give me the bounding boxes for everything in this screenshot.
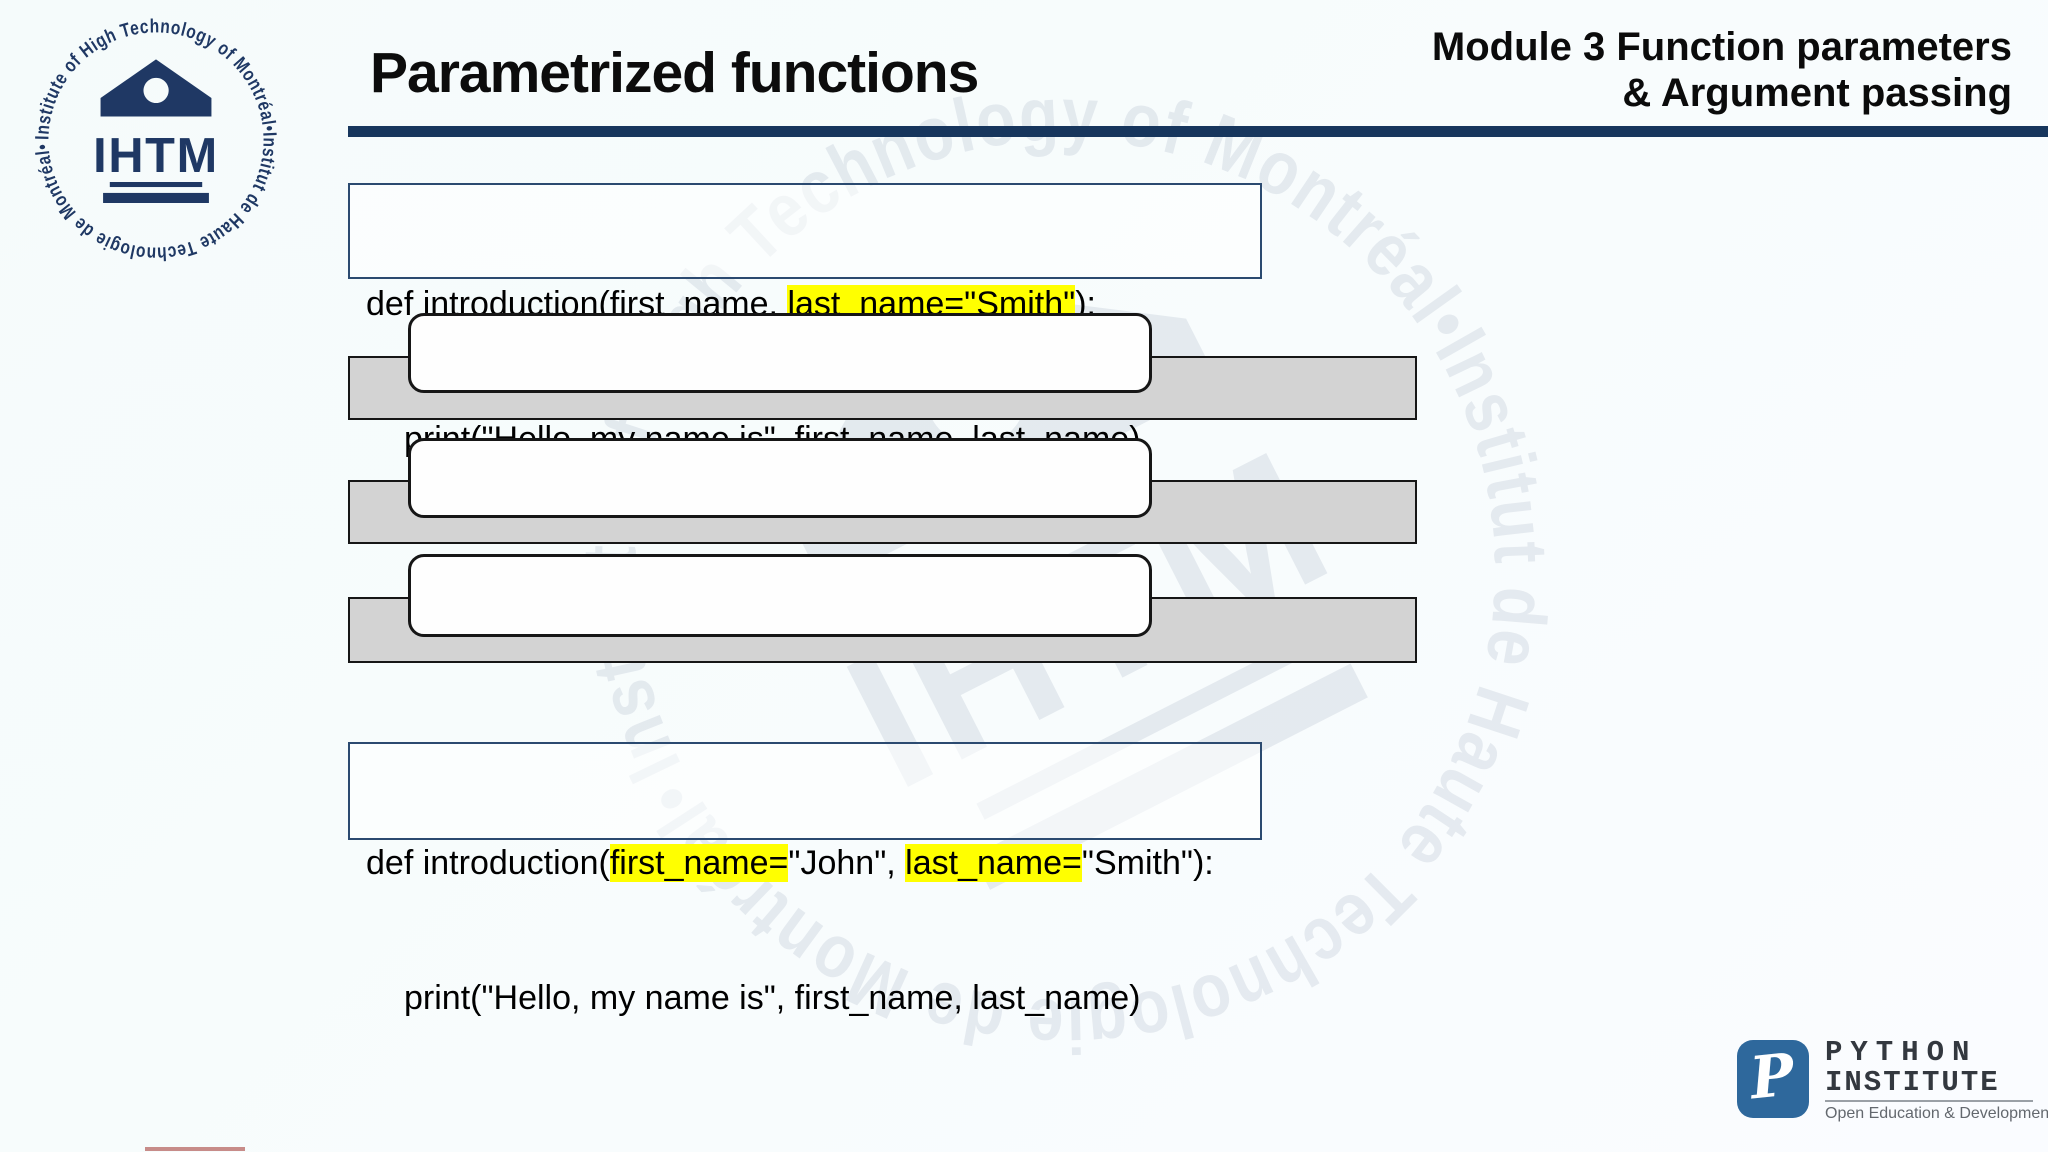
python-institute-text: PYTHON INSTITUTE Open Education & Develo… bbox=[1825, 1036, 2048, 1123]
code-line: print("Hello, my name is", first_name, l… bbox=[366, 976, 1260, 1021]
brand-line-python: PYTHON bbox=[1825, 1036, 1978, 1069]
code-text: print("Hello, my name is", first_name, l… bbox=[404, 979, 1141, 1017]
page-title: Parametrized functions bbox=[370, 41, 979, 105]
module-header-line1: Module 3 Function parameters bbox=[1431, 25, 2012, 69]
placeholder-callout-1 bbox=[408, 313, 1152, 393]
code-block-1: def introduction(first_name, last_name="… bbox=[348, 183, 1262, 458]
brand-line-institute: INSTITUTE bbox=[1825, 1066, 2000, 1099]
progress-bar-artifact bbox=[145, 1147, 245, 1151]
code-line: def introduction(first_name="John", last… bbox=[366, 841, 1260, 886]
module-header: Module 3 Function parameters & Argument … bbox=[1432, 24, 2012, 116]
placeholder-callout-2 bbox=[408, 438, 1152, 518]
code-text: "Smith"): bbox=[1081, 844, 1214, 882]
ihtm-acronym: IHTM bbox=[93, 129, 219, 183]
placeholder-callout-3 bbox=[408, 554, 1152, 637]
brand-tagline: Open Education & Development Group bbox=[1825, 1105, 2048, 1122]
code-text: def introduction( bbox=[366, 844, 610, 882]
python-institute-logo: P PYTHON INSTITUTE Open Education & Deve… bbox=[1737, 1036, 2048, 1123]
title-underline bbox=[348, 126, 2048, 137]
code-text: "John", bbox=[788, 844, 906, 882]
highlighted-code: last_name= bbox=[905, 844, 1082, 882]
module-header-line2: & Argument passing bbox=[1622, 71, 2012, 115]
python-p-glyph: P bbox=[1746, 1040, 1798, 1113]
highlighted-code: first_name= bbox=[609, 844, 789, 882]
building-icon bbox=[100, 59, 212, 117]
code-block-2: def introduction(first_name="John", last… bbox=[348, 742, 1262, 1017]
brand-divider bbox=[1825, 1100, 2033, 1102]
python-institute-icon: P bbox=[1737, 1040, 1809, 1118]
ihtm-logo: Institute of High Technology of Montréal… bbox=[32, 16, 278, 263]
